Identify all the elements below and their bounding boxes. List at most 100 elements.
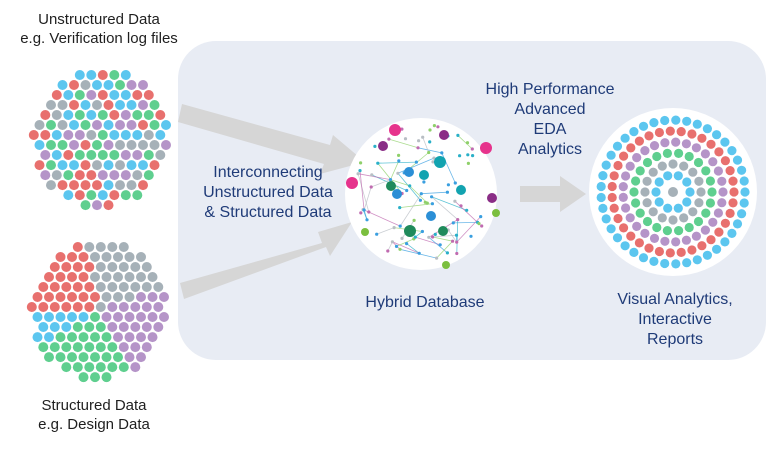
ring-dot: [701, 166, 711, 176]
structured-dot: [49, 342, 60, 353]
structured-dot: [107, 242, 118, 252]
ring-dot: [700, 149, 711, 159]
ring-dot: [651, 187, 661, 197]
ring-dot: [632, 153, 642, 163]
unstructured-dot: [69, 100, 79, 110]
structured-dot: [49, 322, 60, 332]
structured-dot: [95, 302, 106, 312]
ring-dot: [687, 245, 697, 255]
ring-dot: [737, 209, 747, 219]
arrow-db-to-visual: [520, 176, 586, 212]
structured-dot: [107, 322, 118, 332]
structured-dot: [95, 342, 106, 353]
ring-dot: [657, 213, 667, 223]
ring-dot: [717, 176, 727, 186]
ring-dot: [688, 207, 698, 217]
structured-dot: [124, 272, 135, 282]
ring-dot: [681, 139, 692, 149]
arrow-structured-to-db: [180, 222, 352, 299]
unstructured-dot: [86, 150, 97, 160]
ring-dot: [700, 225, 711, 235]
ring-dot: [688, 167, 698, 177]
unstructured-dot: [132, 150, 143, 160]
network-node: [479, 215, 483, 219]
unstructured-dot: [120, 150, 131, 160]
analytics-line1: High Performance: [485, 81, 615, 98]
ring-dot: [691, 143, 702, 153]
ring-dot: [662, 148, 673, 158]
ring-dot: [739, 176, 749, 186]
network-node: [459, 204, 463, 208]
network-node: [397, 153, 401, 157]
unstructured-dot: [143, 90, 154, 100]
structured-dot: [107, 262, 118, 272]
visual-analytics-rings: [596, 115, 750, 269]
ring-dot: [682, 116, 692, 126]
structured-dot: [78, 312, 89, 322]
network-edge: [453, 222, 478, 224]
network-node: [405, 242, 409, 246]
network-edge: [397, 157, 435, 174]
unstructured-dot: [120, 170, 131, 181]
structured-dot: [44, 292, 54, 302]
structured-title: Structured Data: [41, 397, 147, 414]
unstructured-dot: [80, 180, 91, 191]
network-edge: [396, 238, 414, 247]
unstructured-dot: [92, 100, 102, 110]
unstructured-dot: [97, 150, 108, 160]
ring-dot: [631, 198, 641, 208]
ring-dot: [660, 258, 670, 269]
unstructured-dot: [28, 130, 39, 140]
unstructured-dot: [143, 130, 154, 140]
unstructured-dot: [138, 160, 148, 171]
ring-dot: [682, 177, 692, 187]
network-node: [451, 239, 455, 243]
unstructured-dot: [92, 120, 102, 130]
ring-dot: [638, 121, 649, 131]
structured-dot: [95, 322, 106, 332]
ring-dot: [648, 207, 658, 217]
unstructured-dot: [57, 140, 68, 150]
ring-dot: [720, 237, 730, 247]
network-node: [430, 195, 434, 199]
structured-dot: [67, 352, 77, 363]
ring-dot: [642, 216, 653, 227]
ring-dot: [706, 235, 716, 245]
unstructured-dot: [63, 90, 74, 100]
unstructured-dot: [126, 120, 137, 130]
ring-dot: [665, 248, 675, 258]
network-node: [423, 200, 427, 204]
ring-dot: [727, 146, 737, 156]
unstructured-dot: [120, 90, 131, 100]
hybrid-database-label: Hybrid Database: [350, 293, 500, 313]
unstructured-dot: [74, 70, 85, 80]
unstructured-dot: [57, 120, 68, 130]
network-node: [451, 221, 455, 225]
network-hub-node: [392, 189, 402, 199]
unstructured-dot: [149, 100, 160, 110]
network-edge: [359, 170, 365, 211]
structured-dot: [61, 362, 72, 373]
unstructured-dot: [51, 110, 62, 120]
network-node: [427, 150, 431, 155]
network-node: [416, 146, 420, 150]
structured-dot: [130, 302, 141, 312]
network-node: [480, 224, 484, 228]
unstructured-dot: [132, 110, 143, 120]
unstructured-dot: [69, 180, 79, 191]
structured-dot: [72, 262, 83, 272]
structured-dot: [107, 302, 118, 312]
ring-dot: [714, 147, 724, 157]
unstructured-dot: [86, 170, 97, 181]
ring-dot: [654, 246, 665, 257]
analytics-line3: EDA: [533, 121, 567, 138]
network-node: [405, 188, 409, 193]
network-node: [436, 125, 440, 129]
structured-dot: [90, 352, 100, 363]
structured-dot: [78, 332, 89, 343]
unstructured-dot: [51, 90, 62, 100]
structured-dot: [136, 312, 146, 322]
ring-dot: [720, 218, 731, 228]
structured-dot: [78, 292, 89, 302]
ring-dot: [676, 247, 686, 257]
